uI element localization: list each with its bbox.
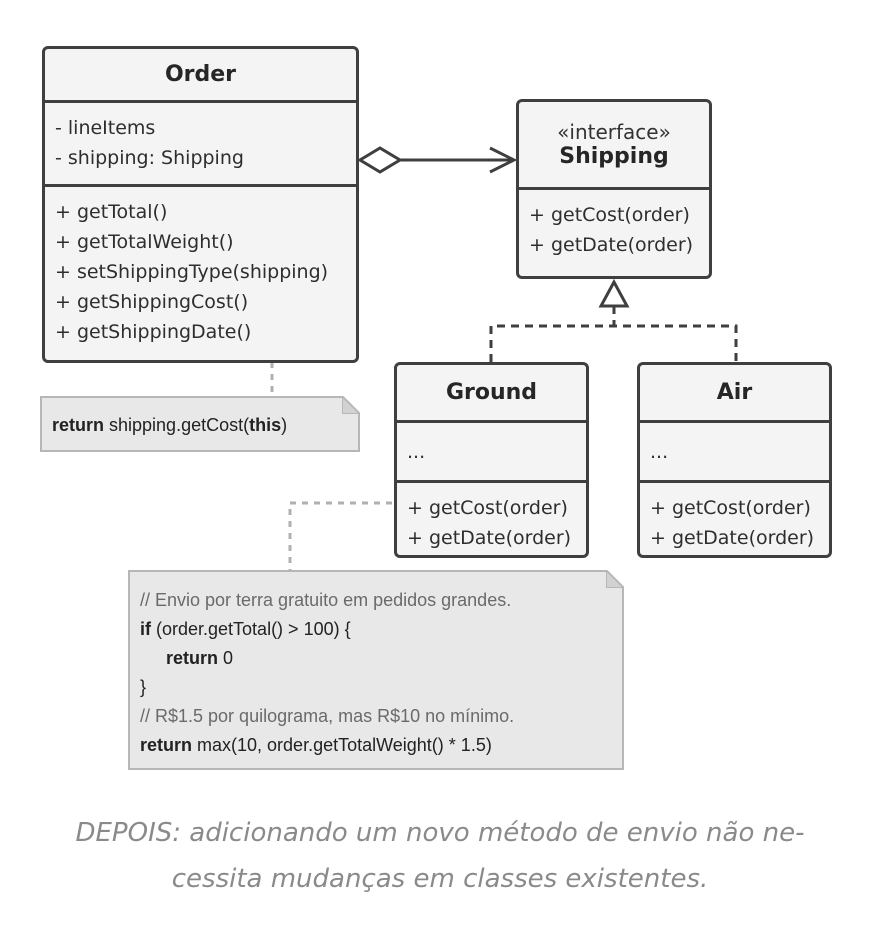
caption-line: DEPOIS: adicionando um novo método de en… [75, 818, 805, 848]
note-fold-icon [606, 570, 624, 588]
air-header: Air [640, 365, 829, 423]
shipping-stereotype: «interface» [557, 120, 671, 144]
shipping-methods: + getCost(order) + getDate(order) [519, 190, 709, 260]
note-order-shipping-cost: return shipping.getCost(this) [40, 396, 360, 452]
code-comment: // R$1.5 por quilograma, mas R$10 no mín… [140, 706, 515, 726]
ground-fields: ... [397, 423, 586, 483]
ground-method: + getDate(order) [407, 527, 572, 549]
air-field: ... [650, 441, 669, 463]
shipping-interface: «interface» Shipping + getCost(order) + … [516, 99, 712, 279]
caption-line: cessita mudanças em classes existentes. [171, 864, 709, 894]
order-field: - lineItems [55, 117, 156, 139]
keyword: this [249, 415, 282, 435]
code-text: (order.getTotal() > 100) { [151, 619, 351, 639]
note-fold-icon [342, 396, 360, 414]
code-text: shipping.getCost( [104, 415, 250, 435]
air-methods: + getCost(order) + getDate(order) [640, 483, 829, 553]
shipping-method: + getDate(order) [529, 234, 694, 256]
keyword: return [52, 415, 105, 435]
keyword: if [140, 619, 151, 639]
ground-field: ... [407, 441, 426, 463]
keyword: return [140, 735, 193, 755]
order-class-header: Order [45, 49, 356, 103]
code-line: } [140, 677, 147, 697]
shipping-header: «interface» Shipping [519, 102, 709, 190]
order-method: + getShippingDate() [55, 321, 252, 343]
order-method: + setShippingType(shipping) [55, 261, 329, 283]
order-fields: - lineItems - shipping: Shipping [45, 103, 356, 187]
realization-connector [489, 278, 738, 362]
air-method: + getCost(order) [650, 497, 811, 519]
order-class-name: Order [164, 62, 237, 87]
note-ground-cost: // Envio por terra gratuito em pedidos g… [128, 570, 624, 770]
order-field: - shipping: Shipping [55, 147, 244, 169]
air-class: Air ... + getCost(order) + getDate(order… [637, 362, 832, 558]
ground-class: Ground ... + getCost(order) + getDate(or… [394, 362, 589, 558]
arrowhead-icon [489, 146, 518, 174]
order-method: + getShippingCost() [55, 291, 249, 313]
aggregation-connector [357, 146, 518, 174]
code-comment: // Envio por terra gratuito em pedidos g… [140, 590, 512, 610]
realization-triangle-icon [598, 278, 630, 308]
ground-name: Ground [445, 380, 538, 405]
code-line: return max(10, order.getTotalWeight() * … [140, 731, 612, 760]
ground-method: + getCost(order) [407, 497, 568, 519]
figure-caption: DEPOIS: adicionando um novo método de en… [0, 810, 880, 902]
order-method: + getTotal() [55, 201, 168, 223]
air-fields: ... [640, 423, 829, 483]
code-line: return 0 [140, 644, 612, 673]
shipping-method: + getCost(order) [529, 204, 690, 226]
keyword: return [166, 648, 219, 668]
ground-header: Ground [397, 365, 586, 423]
code-text: ) [281, 415, 288, 435]
code-line: if (order.getTotal() > 100) { [140, 615, 612, 644]
note-order-code: return shipping.getCost(this) [52, 411, 348, 440]
aggregation-diamond-icon [357, 146, 403, 174]
air-method: + getDate(order) [650, 527, 815, 549]
order-class: Order - lineItems - shipping: Shipping +… [42, 46, 359, 363]
code-text: max(10, order.getTotalWeight() * 1.5) [192, 735, 492, 755]
air-name: Air [716, 380, 753, 405]
order-method: + getTotalWeight() [55, 231, 234, 253]
code-text: 0 [218, 648, 234, 668]
note-link-ground [288, 501, 392, 570]
shipping-name: Shipping [559, 144, 669, 169]
order-methods: + getTotal() + getTotalWeight() + setShi… [45, 187, 356, 347]
ground-methods: + getCost(order) + getDate(order) [397, 483, 586, 553]
